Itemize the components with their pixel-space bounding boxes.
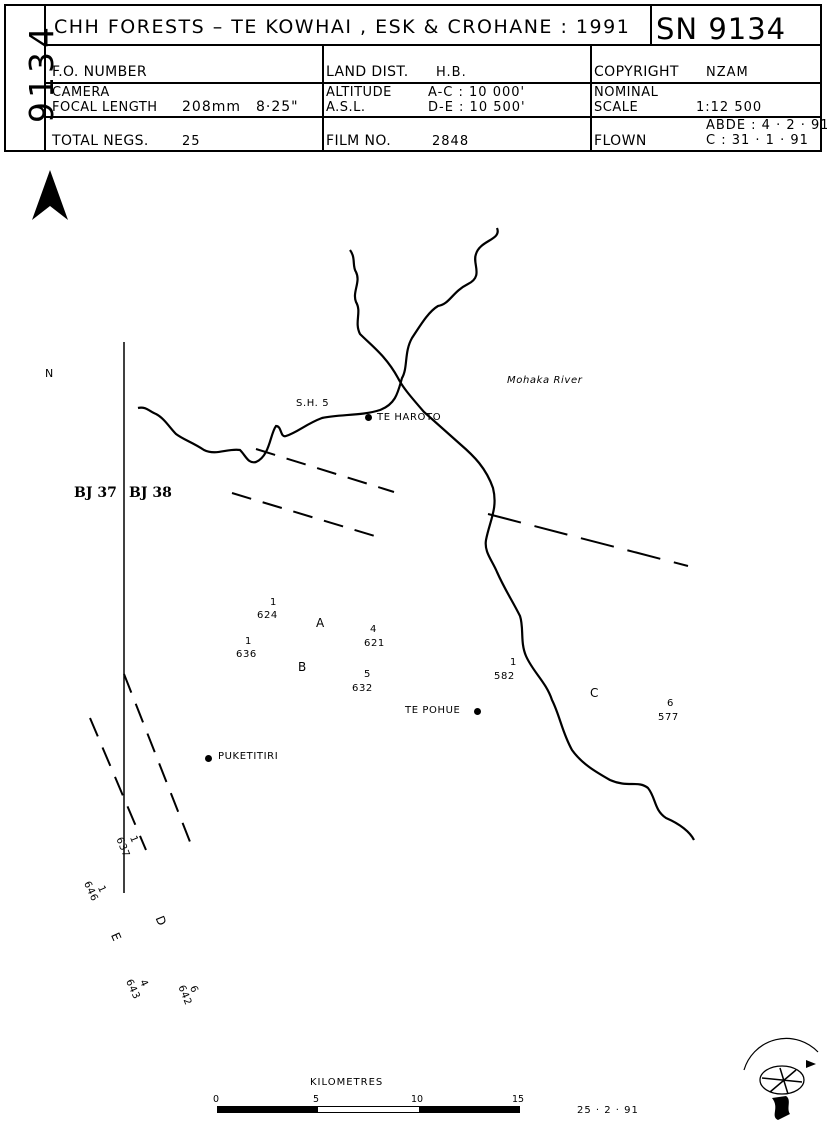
title-divider — [44, 44, 820, 46]
map-area: N S.H. 5 TE HAROTO Mohaka River BJ 37 BJ… — [0, 152, 827, 1123]
run-a-start-frame: 1 — [270, 597, 277, 608]
road-sh5-line — [349, 249, 695, 841]
run-c-label: C — [590, 686, 599, 700]
row-divider-2 — [44, 116, 820, 118]
map-sheet-bj38: BJ 38 — [129, 485, 172, 501]
run-c-line — [487, 513, 689, 567]
run-c-end-neg: 577 — [658, 712, 679, 723]
scale-label: SCALE — [594, 100, 639, 115]
run-a-label: A — [316, 616, 325, 630]
run-b-line — [231, 492, 379, 538]
side-code-divider — [44, 6, 46, 150]
te-pohue-label: TE POHUE — [405, 705, 461, 716]
run-a-start-neg: 624 — [257, 610, 278, 621]
flown-abde: ABDE : 4 · 2 · 91 — [706, 118, 827, 133]
scale-bar-segment-3 — [418, 1107, 519, 1112]
te-haroto-dot — [365, 414, 372, 421]
scale-title: KILOMETRES — [310, 1077, 384, 1088]
row-divider-1 — [44, 82, 820, 84]
run-b-start-neg: 636 — [236, 649, 257, 660]
flown-label: FLOWN — [594, 133, 647, 149]
total-negs-value: 25 — [182, 134, 201, 149]
puketitiri-label: PUKETITIRI — [218, 751, 279, 762]
nz-aerial-mapping-logo — [743, 1037, 819, 1120]
run-b-end-frame: 5 — [364, 669, 371, 680]
total-negs-label: TOTAL NEGS. — [52, 133, 149, 149]
scale-tick-5: 5 — [313, 1094, 320, 1105]
copyright-value: NZAM — [706, 65, 749, 80]
camera-label: CAMERA — [52, 85, 110, 100]
mohaka-river-line — [137, 227, 499, 464]
run-a-end-neg: 621 — [364, 638, 385, 649]
puketitiri-dot — [205, 755, 212, 762]
print-date: 25 · 2 · 91 — [577, 1105, 639, 1116]
scale-value: 1:12 500 — [696, 100, 763, 115]
altitude-de: D-E : 10 500' — [428, 100, 526, 115]
run-e-line — [89, 717, 147, 851]
film-no-value: 2848 — [432, 134, 470, 149]
run-a-end-frame: 4 — [370, 624, 377, 635]
run-a-line — [255, 448, 395, 493]
run-b-label: B — [298, 660, 307, 674]
asl-label: A.S.L. — [326, 100, 366, 115]
sn-divider — [650, 6, 652, 44]
north-arrow-icon — [32, 170, 68, 220]
run-c-start-neg: 582 — [494, 671, 515, 682]
sortie-number: SN 9134 — [656, 12, 787, 46]
sh5-label: S.H. 5 — [296, 398, 330, 409]
te-pohue-dot — [474, 708, 481, 715]
column-divider-1 — [322, 44, 324, 150]
north-label: N — [45, 367, 54, 380]
scale-tick-10: 10 — [411, 1094, 424, 1105]
run-c-start-frame: 1 — [510, 657, 517, 668]
fo-number-label: F.O. NUMBER — [52, 64, 147, 80]
scale-bar-segment-1 — [218, 1107, 319, 1112]
altitude-label: ALTITUDE — [326, 85, 392, 100]
run-c-end-frame: 6 — [667, 698, 674, 709]
scale-tick-15: 15 — [512, 1094, 525, 1105]
scale-bar — [217, 1106, 520, 1113]
land-dist-value: H.B. — [436, 65, 467, 80]
run-b-start-frame: 1 — [245, 636, 252, 647]
scale-bar-segment-2 — [318, 1107, 419, 1112]
run-b-end-neg: 632 — [352, 683, 373, 694]
column-divider-2 — [590, 44, 592, 150]
header-block: 9134 CHH FORESTS – TE KOWHAI , ESK & CRO… — [4, 4, 827, 152]
map-sheet-bj37: BJ 37 — [74, 485, 117, 501]
scale-tick-0: 0 — [213, 1094, 220, 1105]
run-d-line — [123, 673, 195, 853]
copyright-label: COPYRIGHT — [594, 64, 679, 80]
film-no-label: FILM NO. — [326, 133, 392, 149]
focal-length-label: FOCAL LENGTH — [52, 100, 158, 115]
focal-length-mm: 208mm — [182, 99, 241, 115]
land-dist-label: LAND DIST. — [326, 64, 409, 80]
nominal-label: NOMINAL — [594, 85, 659, 100]
sheet-title: CHH FORESTS – TE KOWHAI , ESK & CROHANE … — [54, 16, 631, 38]
te-haroto-label: TE HAROTO — [377, 412, 442, 423]
flown-c: C : 31 · 1 · 91 — [706, 133, 809, 148]
map-drawing — [32, 170, 819, 1120]
altitude-ac: A-C : 10 000' — [428, 85, 526, 100]
focal-length-inches: 8·25" — [256, 99, 299, 115]
mohaka-river-label: Mohaka River — [507, 375, 583, 386]
